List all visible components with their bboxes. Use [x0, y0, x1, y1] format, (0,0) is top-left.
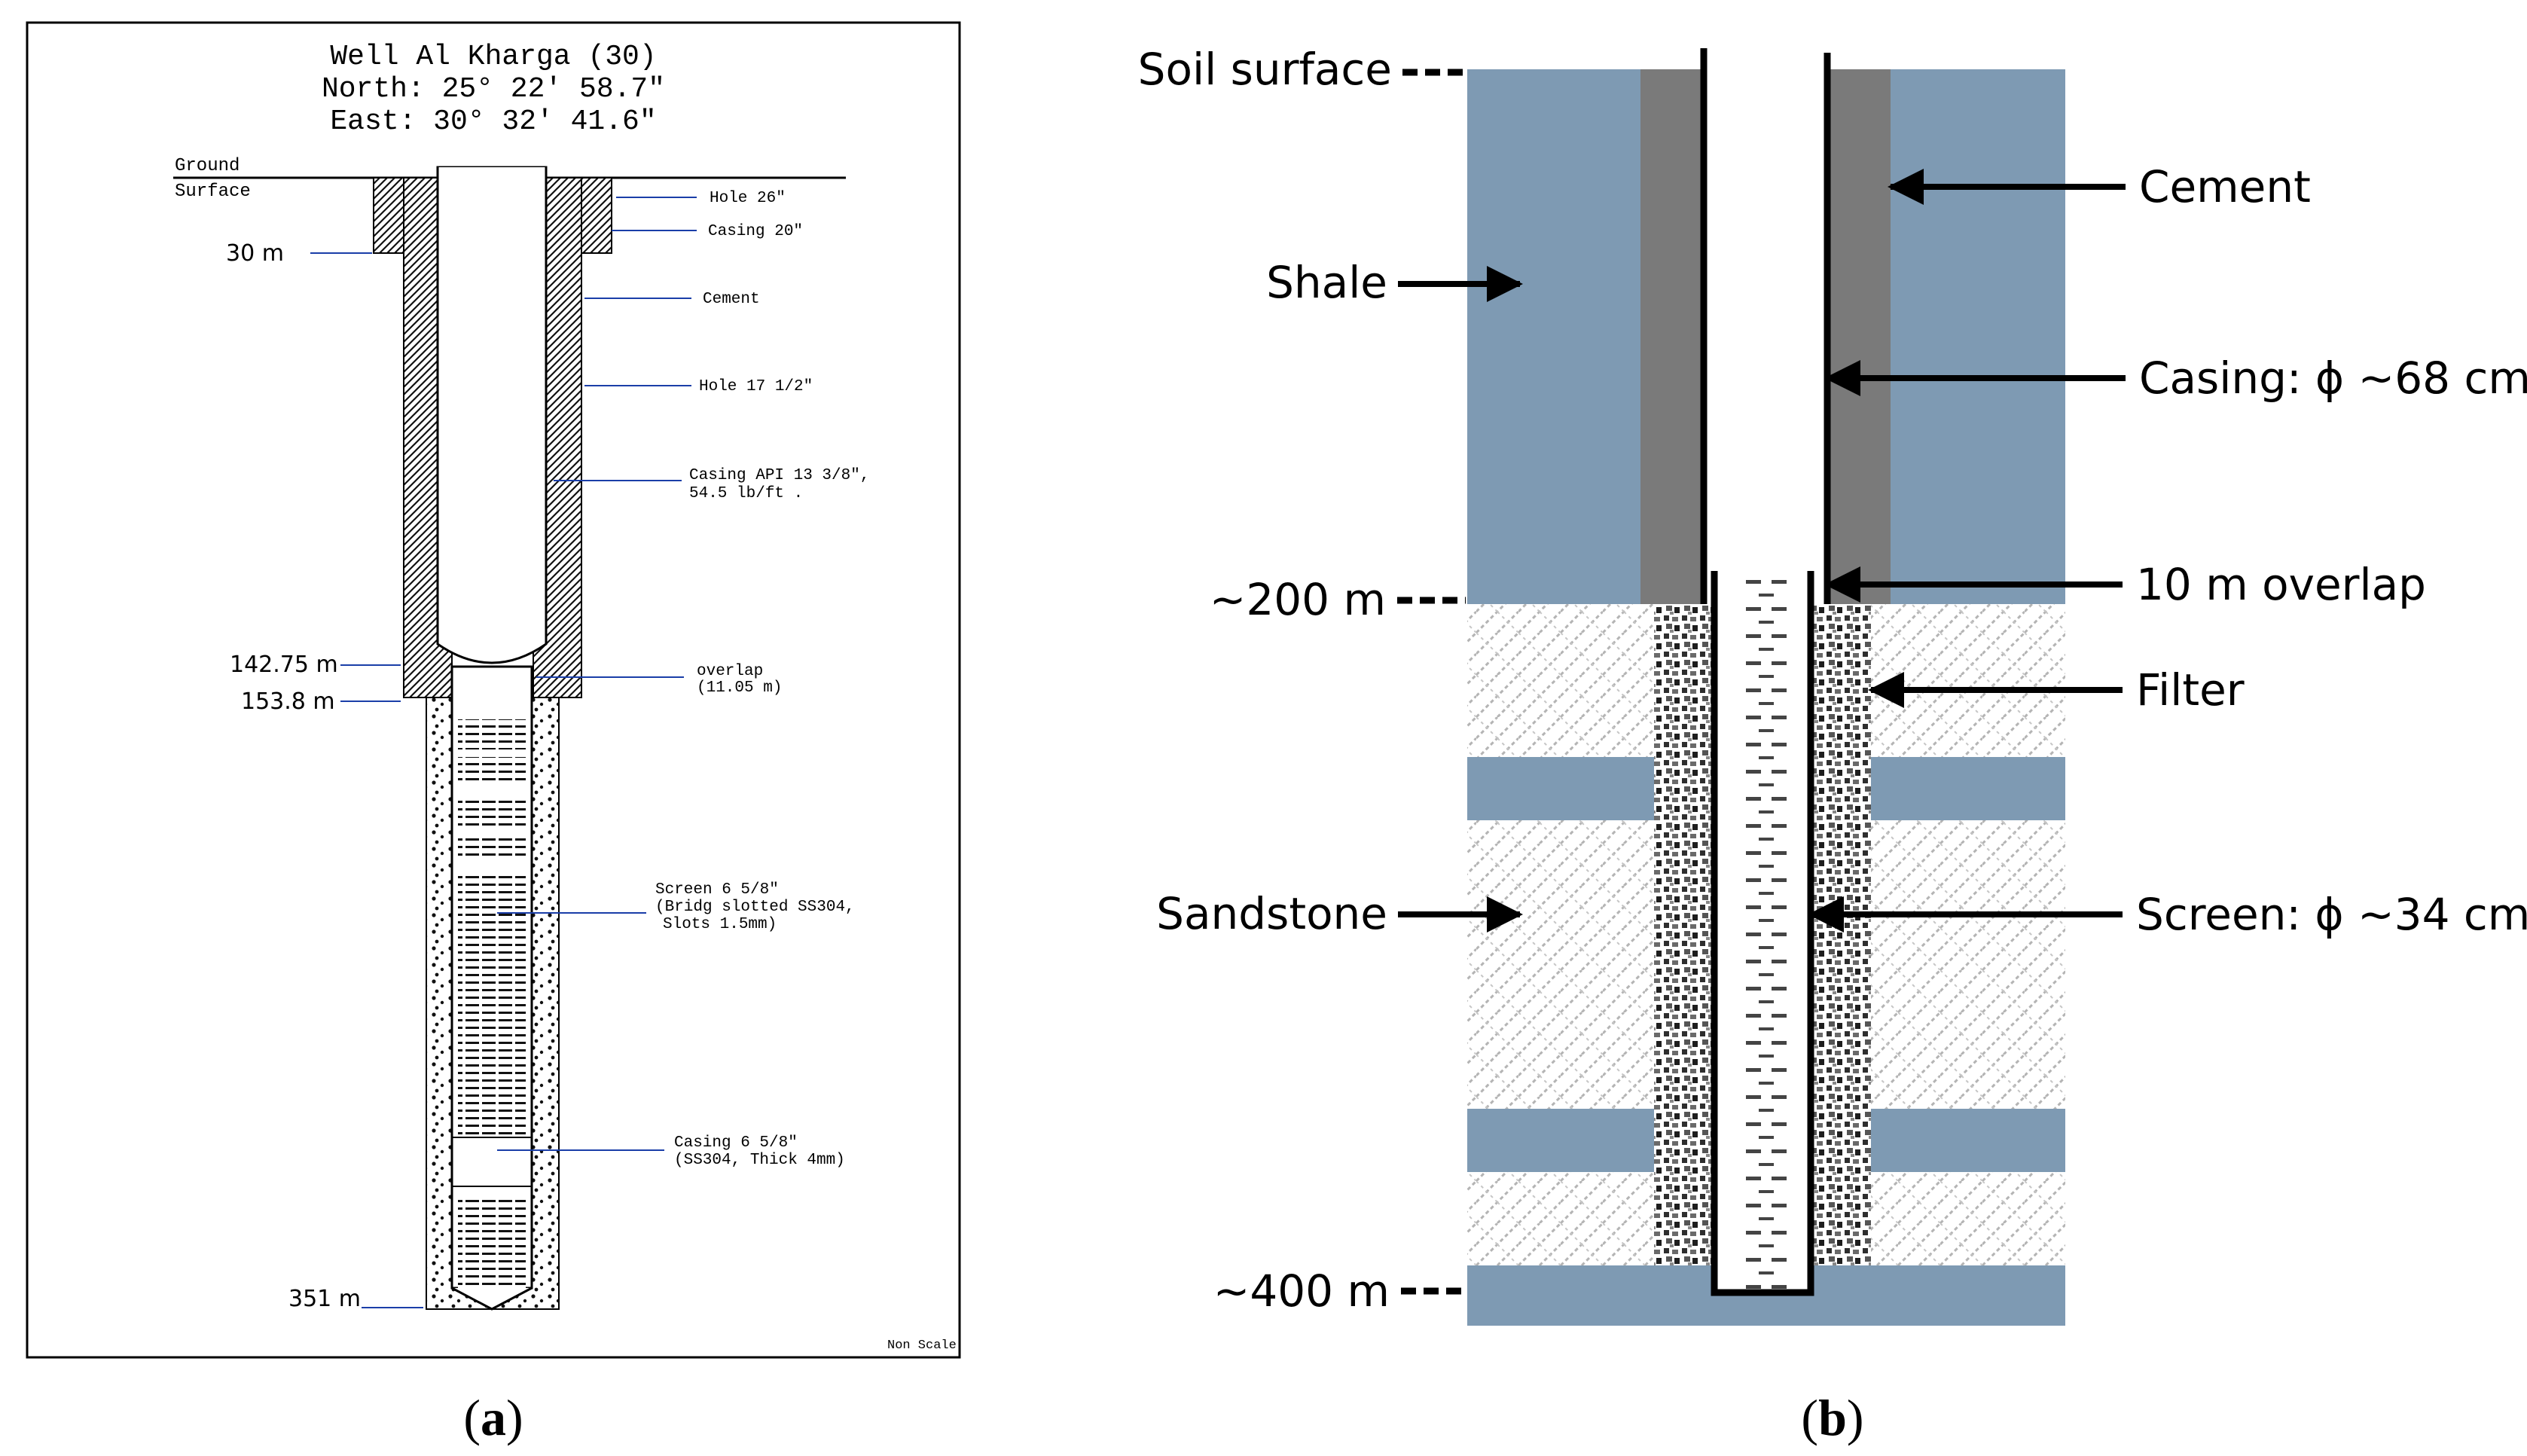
screen-slots-2	[458, 757, 526, 784]
panel-a: Well Al Kharga (30) North: 25° 22′ 58.7″…	[26, 21, 961, 1446]
casing-api-13-3-8	[436, 167, 548, 664]
filter-right	[1811, 604, 1871, 1265]
label-overlap-1: overlap	[697, 663, 763, 680]
shale-lens-right-1	[1871, 757, 2065, 820]
depth-200m: ~200 m	[1210, 574, 1386, 625]
cement-left	[1640, 69, 1704, 604]
depth-soil-surface: Soil surface	[1138, 44, 1392, 95]
shale-lens-left-1	[1467, 757, 1654, 820]
casing-interior	[1704, 69, 1827, 604]
label-filter: Filter	[2136, 664, 2245, 716]
label-screen-1: Screen 6 5/8″	[655, 881, 779, 899]
screen-shoe	[451, 1287, 533, 1311]
depth-30m: 30 m	[226, 240, 284, 267]
panel-b: Soil surface ~200 m ~400 m Shale Sandsto…	[1138, 44, 2527, 1446]
label-overlap-2: (11.05 m)	[697, 679, 782, 697]
label-cement: Cement	[703, 291, 760, 308]
label-screen-3: Slots 1.5mm)	[663, 916, 777, 933]
ground-label: Ground	[175, 156, 240, 176]
label-screen: Screen: ϕ ~34 cm	[2136, 889, 2527, 940]
shale-lens-left-2	[1467, 1109, 1654, 1172]
label-casing-6-5-8-2: (SS304, Thick 4mm)	[674, 1152, 845, 1169]
label-non-scale: Non Scale	[887, 1338, 957, 1353]
surface-label: Surface	[175, 182, 251, 202]
screen-slots-4	[458, 836, 526, 859]
screen-slots-6	[458, 1198, 526, 1296]
label-casing-6-5-8-1: Casing 6 5/8″	[674, 1134, 798, 1152]
label-cement: Cement	[2139, 161, 2311, 212]
depth-153-8m: 153.8 m	[241, 688, 335, 715]
label-overlap: 10 m overlap	[2136, 559, 2426, 610]
casing-20-right	[581, 177, 612, 254]
well-north-coordinate: North: 25° 22′ 58.7″	[322, 73, 665, 105]
depth-400m: ~400 m	[1213, 1265, 1390, 1317]
depth-142-75m: 142.75 m	[230, 652, 338, 678]
shale-lens-right-2	[1871, 1109, 2065, 1172]
label-sandstone: Sandstone	[1156, 888, 1387, 939]
label-hole-17: Hole 17 1/2″	[699, 378, 813, 395]
casing-20-left	[373, 177, 404, 254]
screen-slots-1	[458, 719, 526, 749]
well-east-coordinate: East: 30° 32′ 41.6″	[330, 105, 656, 138]
caption-b: (b)	[1801, 1389, 1863, 1446]
label-screen-2: (Bridg slotted SS304,	[655, 899, 855, 916]
depth-351m: 351 m	[288, 1286, 361, 1312]
label-casing-api-1: Casing API 13 3/8″,	[689, 467, 869, 484]
caption-b-letter: b	[1818, 1389, 1847, 1446]
label-casing: Casing: ϕ ~68 cm	[2139, 353, 2527, 404]
caption-a: (a)	[463, 1389, 523, 1446]
well-title: Well Al Kharga (30)	[330, 41, 656, 73]
screen-slots-5	[458, 874, 526, 1137]
screen-interior	[1714, 578, 1811, 1293]
label-hole-26: Hole 26″	[710, 190, 786, 207]
filter-left	[1654, 604, 1714, 1265]
label-shale: Shale	[1266, 257, 1387, 308]
caption-a-letter: a	[481, 1389, 506, 1446]
cement-right	[1827, 69, 1891, 604]
label-casing-20: Casing 20″	[708, 223, 803, 240]
label-casing-api-2: 54.5 lb/ft .	[689, 485, 803, 502]
screen-slots-3	[458, 798, 526, 826]
